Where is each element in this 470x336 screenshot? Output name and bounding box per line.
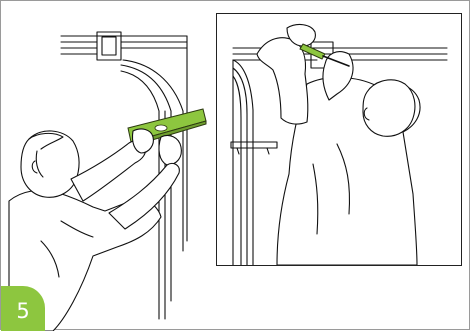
arch-curves xyxy=(233,60,253,144)
arch-curves xyxy=(121,60,187,113)
step-number-badge: 5 xyxy=(1,286,45,331)
step-number: 5 xyxy=(16,299,29,323)
right-illustration xyxy=(217,14,461,265)
right-illustration-panel xyxy=(216,13,462,266)
man-figure xyxy=(257,25,420,265)
left-illustration xyxy=(1,1,216,331)
header-trim xyxy=(61,36,187,61)
jamb-lines xyxy=(233,60,253,265)
bracket xyxy=(231,142,277,154)
